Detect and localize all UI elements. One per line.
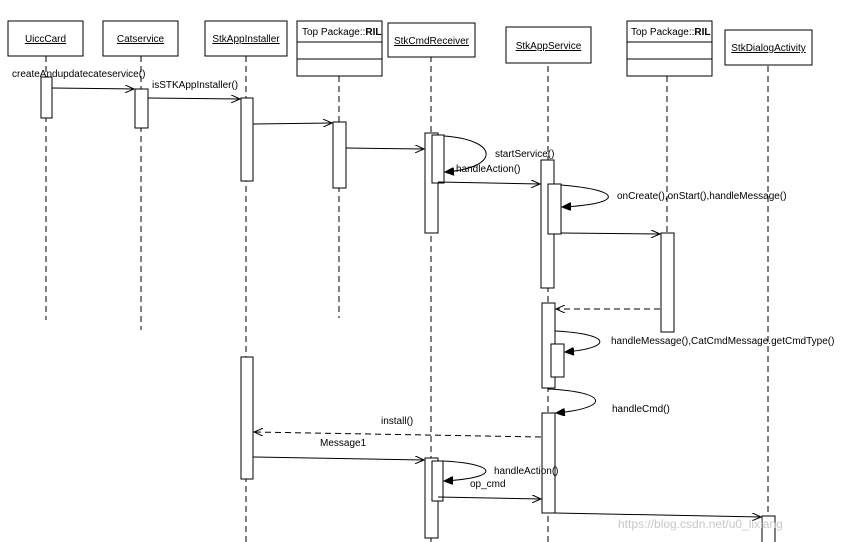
message-service-to-dialog — [554, 512, 761, 517]
message-service-to-ril-2 — [560, 233, 660, 234]
activation-uicccard — [40, 76, 53, 119]
participant-stkappinstaller: StkAppInstaller — [204, 20, 288, 57]
participant-stkappinstaller-label: StkAppInstaller — [212, 34, 280, 45]
participant-catservice-label: Catservice — [117, 34, 165, 45]
message-create-cat-service-label: createAndupdatecateservice() — [12, 69, 145, 80]
message-handle-action-1-label: handleAction() — [456, 164, 520, 175]
message-handle-message-label: handleMessage(),CatCmdMessage.getCmdType… — [611, 336, 834, 347]
message-handle-cmd-label: handleCmd() — [612, 404, 670, 415]
message-install — [254, 432, 542, 438]
message-op-cmd-label: op_cmd — [470, 479, 506, 490]
message-handle-message-self — [554, 330, 601, 352]
activation-stkcmdreceiver-2-self — [431, 460, 444, 502]
activation-stkappservice-1-self — [547, 183, 562, 235]
activation-stkcmdreceiver-1-self — [431, 134, 445, 184]
message-message1 — [252, 457, 424, 460]
participant-ril-prefix: Top Package:: — [302, 27, 365, 38]
activation-stkappinstaller-2 — [240, 356, 254, 480]
activation-ril-2 — [660, 232, 675, 333]
message-handle-cmd-self — [547, 388, 596, 413]
participant-ril-name: RIL — [365, 27, 381, 38]
message-message1-label: Message1 — [320, 438, 367, 449]
participant-ril-2-prefix: Top Package:: — [631, 27, 694, 38]
participant-stkappservice-label: StkAppService — [516, 41, 582, 52]
participant-stkcmdreceiver-label: StkCmdReceiver — [394, 36, 470, 47]
participant-stkcmdreceiver: StkCmdReceiver — [387, 22, 476, 58]
activation-stkappservice-2-self — [550, 343, 565, 378]
message-handle-action-2-label: handleAction() — [494, 466, 558, 477]
message-op-cmd — [437, 497, 541, 499]
message-handle-action-2-self — [443, 460, 487, 481]
message-ril-to-receiver — [345, 148, 424, 149]
message-is-stk-app-installer-label: isSTKAppInstaller() — [152, 80, 238, 91]
participant-ril-2-name: RIL — [694, 27, 710, 38]
activation-stkdialogactivity — [761, 515, 776, 542]
message-start-service-self — [444, 135, 487, 172]
message-start-service-label: startService() — [495, 149, 554, 160]
participant-catservice: Catservice — [102, 20, 179, 57]
activation-ril — [332, 121, 347, 189]
participant-ril-2-label: Top Package::RIL — [631, 27, 710, 38]
message-on-create-label: onCreate(),onStart(),handleMessage() — [617, 191, 787, 202]
participant-ril-label: Top Package::RIL — [302, 27, 381, 38]
activation-stkappservice-3 — [541, 412, 556, 514]
message-create-cat-service — [51, 88, 134, 89]
activation-catservice — [134, 88, 149, 129]
message-install-label: install() — [381, 416, 413, 427]
message-on-create-self — [561, 184, 609, 207]
participant-stkdialogactivity: StkDialogActivity — [724, 29, 813, 66]
participant-ril: Top Package::RIL — [296, 20, 383, 77]
participant-uicccard-label: UiccCard — [25, 34, 66, 45]
message-handle-action-1 — [437, 182, 540, 184]
participant-stkappservice: StkAppService — [505, 26, 592, 64]
watermark-text: https://blog.csdn.net/u0_lixiang — [618, 517, 783, 531]
participant-stkdialogactivity-label: StkDialogActivity — [731, 43, 805, 54]
message-is-stk-app-installer — [147, 98, 240, 99]
message-installer-to-ril — [252, 123, 332, 124]
activation-stkappinstaller-1 — [240, 97, 254, 182]
participant-uicccard: UiccCard — [7, 20, 84, 57]
participant-ril-2: Top Package::RIL — [626, 20, 713, 77]
